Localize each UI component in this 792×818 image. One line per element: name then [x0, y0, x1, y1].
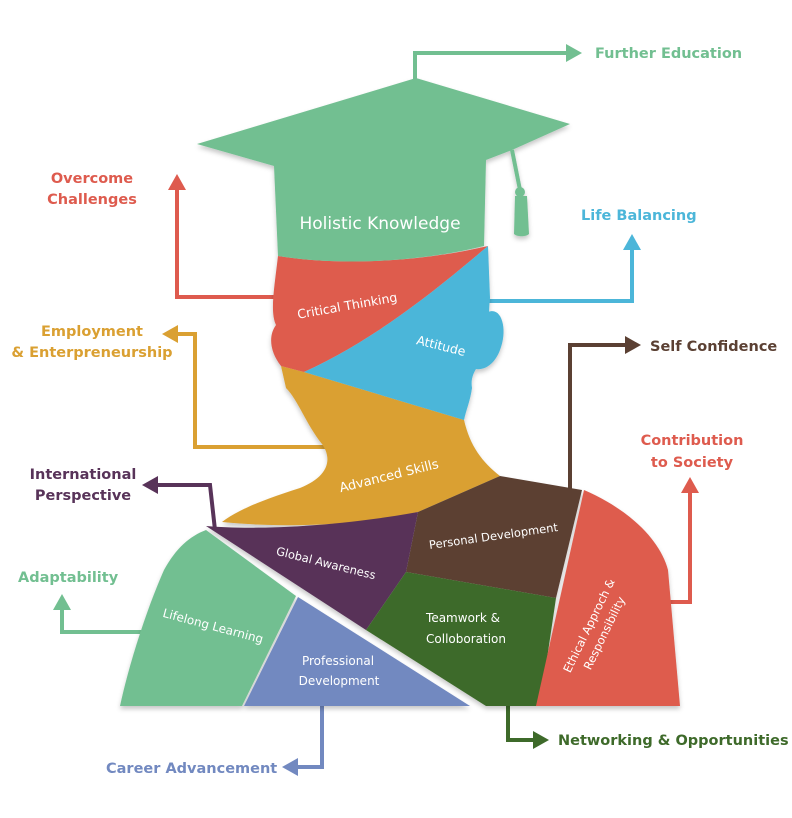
label-teamwork-line1: Teamwork &	[425, 611, 500, 625]
arrowhead-employment	[162, 325, 178, 343]
outcome-overcome-line2: Challenges	[47, 192, 137, 208]
outcome-self-confidence: Self Confidence	[650, 339, 777, 355]
outcome-further-education: Further Education	[595, 46, 742, 62]
arrowhead-overcome-challenges	[168, 174, 186, 190]
arrow-self-confidence	[568, 343, 625, 492]
outcome-networking: Networking & Opportunities	[558, 733, 789, 749]
segment-advanced-skills	[222, 366, 500, 526]
label-teamwork-line2: Colloboration	[426, 632, 506, 646]
tassel-knob	[515, 187, 525, 197]
segment-teamwork	[366, 572, 556, 706]
outcome-contribution-line2: to Society	[651, 455, 734, 471]
arrow-adaptability	[60, 610, 150, 634]
arrowhead-further-education	[566, 44, 582, 62]
outcome-employment-line1: Employment	[41, 324, 143, 340]
outcome-contribution-line1: Contribution	[641, 433, 744, 449]
segment-lifelong-learning	[120, 530, 296, 706]
outcome-life-balancing: Life Balancing	[581, 208, 697, 224]
arrow-contribution	[662, 493, 692, 604]
arrow-international	[158, 483, 217, 531]
segment-ethical	[536, 490, 680, 706]
outcome-international-line1: International	[30, 467, 137, 483]
label-professional-line2: Development	[299, 674, 380, 688]
arrow-networking	[506, 700, 533, 742]
outcome-adaptability: Adaptability	[18, 570, 119, 586]
segment-holistic-knowledge	[197, 78, 570, 262]
outcome-employment-line2: & Enterpreneurship	[11, 345, 172, 361]
arrow-life-balancing	[486, 250, 634, 303]
segment-global-awareness	[206, 512, 418, 630]
arrow-overcome-challenges	[175, 190, 280, 299]
arrowhead-life-balancing	[623, 234, 641, 250]
outcome-international-line2: Perspective	[35, 488, 131, 504]
tassel-end	[514, 196, 529, 237]
outcome-overcome-line1: Overcome	[51, 171, 133, 187]
tassel-cord	[510, 149, 522, 191]
segment-professional-development	[244, 597, 470, 706]
arrowhead-self-confidence	[625, 336, 641, 354]
outcome-career-advancement: Career Advancement	[106, 761, 277, 777]
arrowhead-networking	[533, 731, 549, 749]
arrowhead-contribution	[681, 477, 699, 493]
arrow-career	[298, 706, 324, 769]
segment-personal-development	[406, 476, 582, 598]
arrowhead-career	[282, 758, 298, 776]
label-professional-line1: Professional	[302, 654, 374, 668]
segment-attitude	[304, 246, 490, 420]
arrow-employment	[177, 332, 325, 449]
arrowhead-adaptability	[53, 594, 71, 610]
segment-critical-thinking	[271, 246, 488, 372]
arrowhead-international	[142, 476, 158, 494]
label-holistic-knowledge: Holistic Knowledge	[299, 214, 460, 234]
